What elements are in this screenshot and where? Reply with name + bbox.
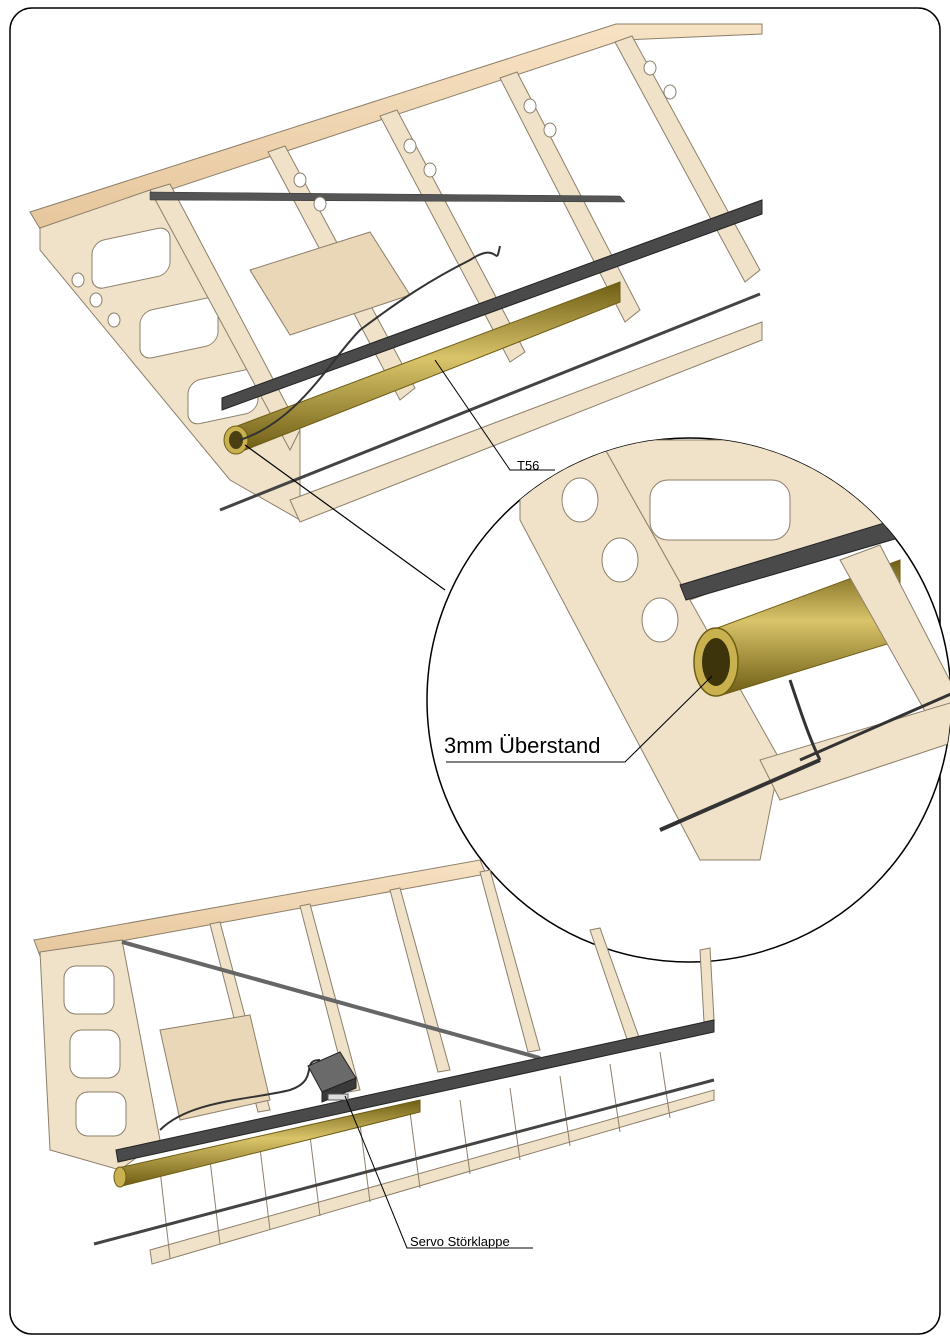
detail-view (427, 438, 950, 962)
overhang-label: 3mm Überstand (444, 733, 601, 759)
bottom-root-hole-3 (76, 1092, 126, 1136)
bottom-root-hole-1 (64, 966, 114, 1014)
bottom-leading-edge (34, 860, 486, 956)
top-servo-plate (250, 232, 410, 335)
bottom-root-hole-2 (70, 1030, 120, 1078)
t56-label: T56 (517, 458, 539, 473)
top-diagonal-spar (150, 192, 625, 202)
servo-label: Servo Störklappe (410, 1234, 510, 1249)
